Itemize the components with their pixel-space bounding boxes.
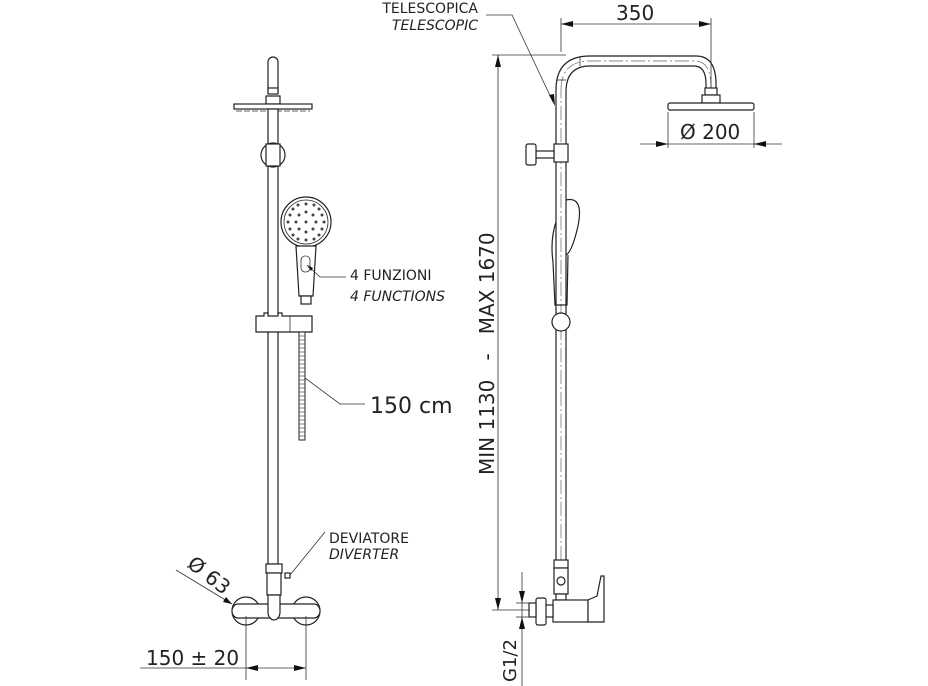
side-hand-shower [565,198,581,256]
head-connector [265,95,281,105]
escutcheon-leader [175,569,233,605]
hand-shower [280,196,332,305]
arm-nut [267,87,279,95]
diverter-label-en: DIVERTER [329,547,399,563]
thread-label: G1/2 [500,639,521,682]
side-telescopic-clamp [553,143,569,163]
diverter-body [266,572,282,596]
telescopic-clamp [265,143,281,167]
diverter-leader [289,531,326,576]
side-mixer-body [552,599,589,623]
side-inlet [528,602,537,618]
side-mixer-handle [587,575,605,623]
riser-nut [265,563,283,574]
telescopic-leader [486,14,554,103]
telescopic-label-it: TELESCOPICA [381,1,478,17]
side-escutcheon [535,597,547,626]
shower-hose [298,331,306,441]
slide-bracket [255,312,313,333]
telescopic-ring [260,142,286,168]
spray-nozzles [286,202,326,242]
side-head-connector [701,94,721,104]
slide-knob [551,312,571,332]
telescopic-label-en: TELESCOPIC [392,18,478,34]
height-range-label: MIN 1130 - MAX 1670 [475,232,499,475]
functions-label-en: 4 FUNCTIONS [350,289,445,305]
functions-label-it: 4 FUNZIONI [350,268,431,284]
arm-length-label: 350 [616,1,654,25]
clamp-knob-stem [535,150,555,159]
escutcheon-diameter-label: Ø 63 [183,551,235,599]
front-view: 4 FUNZIONI 4 FUNCTIONS 150 cm DEVIATORE … [140,56,453,680]
shower-arm [267,56,279,93]
hose-leader [304,377,365,405]
side-diverter [553,567,569,595]
clamp-knob [525,143,537,166]
side-view: 350 Ø 200 TELESCOPICA TELESCOPIC MIN 113… [381,1,782,686]
rain-shower-head [233,103,313,110]
head-diameter-label: Ø 200 [680,120,740,144]
side-arm-nut [704,87,718,96]
mixer-body [231,594,321,626]
inlet-spacing-label: 150 ± 20 [146,646,239,670]
side-rain-shower-head [667,102,755,111]
diverter-label-it: DEVIATORE [329,531,409,547]
hose-length-label: 150 cm [370,394,453,419]
diverter-knob [284,572,291,579]
riser-pipe [267,108,279,565]
side-riser-nut [553,559,569,569]
riser-and-arm [555,55,717,560]
